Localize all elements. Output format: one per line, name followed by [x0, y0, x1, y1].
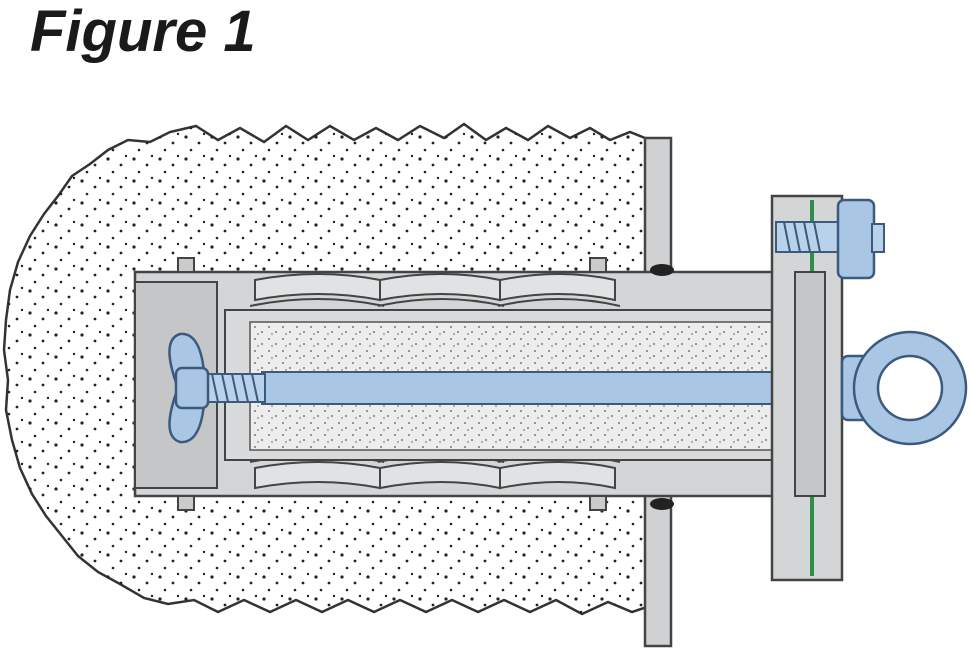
weld-bead — [650, 264, 674, 276]
sleeve-tab — [177, 495, 195, 511]
sleeve-tab — [589, 495, 607, 511]
bracket-clamp — [794, 271, 826, 497]
sleeve-tab — [177, 257, 195, 273]
bolt-thread — [204, 373, 266, 403]
sleeve-tab — [589, 257, 607, 273]
expansion-segments-top — [249, 273, 621, 307]
clamp-bolt — [775, 221, 847, 253]
weld-bead — [650, 498, 674, 510]
hex-nut-icon — [836, 198, 876, 280]
nut-washer — [871, 223, 885, 253]
wing-nut-icon — [168, 332, 210, 444]
bolt-rod — [261, 371, 863, 405]
eye-bolt-icon — [840, 330, 968, 446]
figure-title: Figure 1 — [30, 0, 256, 64]
